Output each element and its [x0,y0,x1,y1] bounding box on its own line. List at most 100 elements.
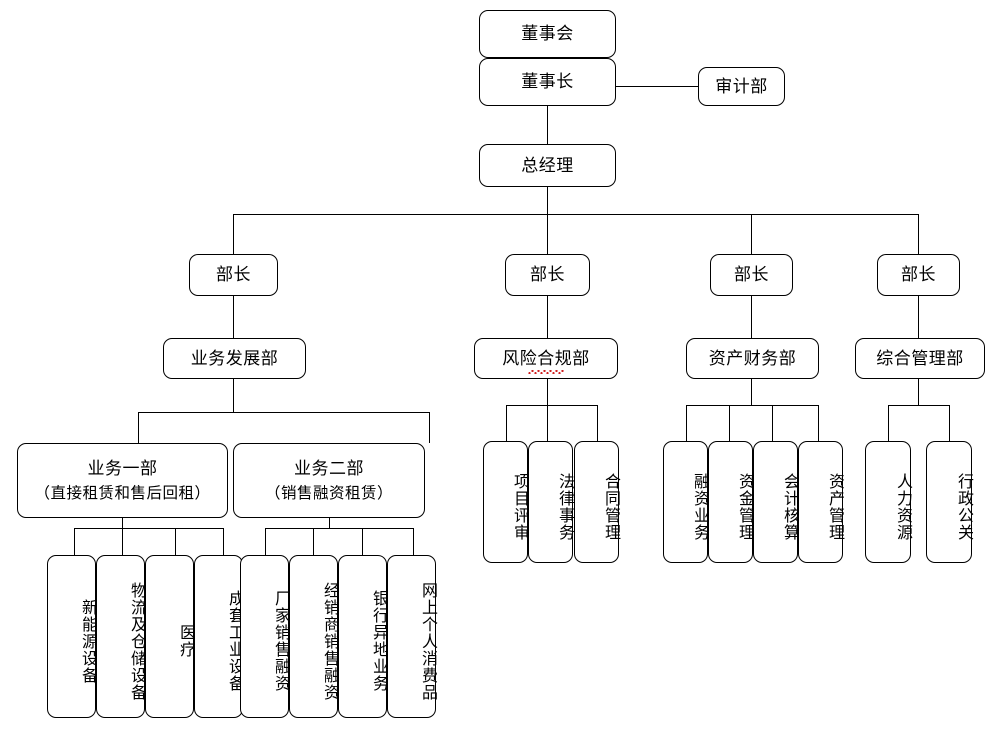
spellcheck-underline [528,370,564,374]
node-dept-business-development[interactable]: 业务发展部 [163,338,306,379]
main-bus-bar [233,214,918,215]
leaf-label: 行政公关 [955,472,972,541]
leaf-label: 项目评审 [511,472,528,541]
node-head-asset-finance[interactable]: 部长 [710,254,793,296]
node-business-unit-1[interactable]: 业务一部 （直接租赁和售后回租） [17,443,228,518]
node-dept-asset-label: 资产财务部 [708,348,797,368]
node-general-manager[interactable]: 总经理 [479,144,616,187]
leaf-admin-human-resources[interactable]: 人力资源 [865,441,911,563]
bizdev-branch-bar [138,412,429,413]
node-general-manager-label: 总经理 [521,155,574,175]
connector-unit2-leaf-4 [413,528,414,555]
node-board[interactable]: 董事会 [479,10,616,58]
node-board-label: 董事会 [521,24,574,44]
business-unit-1-title: 业务一部 [87,459,158,479]
leaf-label: 物流及仓储设备 [128,581,145,701]
node-head-3-label: 部长 [734,265,769,285]
leaf-label: 医疗 [177,624,194,658]
node-audit-label: 审计部 [715,76,768,96]
node-chairman[interactable]: 董事长 [479,58,616,106]
admin-leaf-bar [888,405,949,406]
connector-chairman-to-audit [616,86,698,87]
connector-risk-leaf-3 [597,405,598,441]
leaf-asset-asset-management[interactable]: 资产管理 [798,441,843,563]
leaf-label: 成套工业设备 [226,590,243,692]
node-head-1-label: 部长 [216,265,251,285]
node-dept-bizdev-label: 业务发展部 [190,348,279,368]
node-head-2-label: 部长 [530,265,565,285]
leaf-label: 资金管理 [736,472,753,541]
node-dept-admin-label: 综合管理部 [876,348,964,368]
connector-unit2-leaf-1 [265,528,266,555]
leaf-label: 会计核算 [781,472,798,541]
connector-unit2-leaf-2 [313,528,314,555]
node-head-4-label: 部长 [901,265,936,285]
connector-unit2-leaf-3 [362,528,363,555]
leaf-asset-financing-business[interactable]: 融资业务 [663,441,708,563]
connector-asset-leaf-3 [772,405,773,441]
node-dept-risk-compliance[interactable]: 风险合规部 [474,338,618,379]
leaf-unit1-medical[interactable]: 医疗 [145,555,194,718]
connector-admin-leaf-2 [949,405,950,441]
connector-unit1-leaf-1 [74,528,75,555]
node-business-unit-2[interactable]: 业务二部 （销售融资租赁） [233,443,425,518]
connector-unit1-leaf-3 [175,528,176,555]
node-head-risk[interactable]: 部长 [505,254,590,296]
leaf-unit1-new-energy-equipment[interactable]: 新能源设备 [47,555,96,718]
connector-admin-leaf-1 [888,405,889,441]
leaf-asset-accounting[interactable]: 会计核算 [753,441,798,563]
connector-unit2-down [329,518,330,529]
leaf-label: 新能源设备 [79,598,96,684]
connector-bus-to-head-2 [547,214,548,254]
connector-chairman-to-gm [547,105,548,145]
leaf-label: 厂家销售融资 [272,590,289,692]
leaf-asset-fund-management[interactable]: 资金管理 [708,441,753,563]
asset-leaf-bar [686,405,818,406]
unit1-leaf-bar [74,528,223,529]
connector-asset-down [751,379,752,406]
risk-leaf-bar [506,405,597,406]
business-unit-2-subtitle: （销售融资租赁） [264,484,393,502]
leaf-unit2-dealer-sales-financing[interactable]: 经销商销售融资 [289,555,338,718]
connector-bus-to-head-1 [233,214,234,254]
business-unit-2-title: 业务二部 [294,459,364,479]
leaf-unit1-logistics-warehousing-equipment[interactable]: 物流及仓储设备 [96,555,145,718]
connector-bus-to-head-4 [918,214,919,254]
leaf-label: 人力资源 [894,472,911,541]
leaf-unit1-industrial-equipment-sets[interactable]: 成套工业设备 [194,555,243,718]
unit2-leaf-bar [265,528,413,529]
connector-bizdev-down [233,379,234,413]
connector-head3-to-dept [751,296,752,338]
leaf-label: 资产管理 [826,472,843,541]
connector-asset-leaf-2 [729,405,730,441]
leaf-label: 银行异地业务 [370,590,387,692]
connector-unit1-down [122,518,123,529]
leaf-label: 经销商销售融资 [321,581,338,701]
leaf-risk-contract-management[interactable]: 合同管理 [574,441,619,563]
leaf-label: 网上个人消费品 [419,581,436,701]
connector-head4-to-dept [918,296,919,338]
connector-bus-to-head-3 [751,214,752,254]
leaf-risk-legal-affairs[interactable]: 法律事务 [528,441,573,563]
node-chairman-label: 董事长 [521,72,574,92]
leaf-risk-project-review[interactable]: 项目评审 [483,441,528,563]
node-dept-risk-label: 风险合规部 [502,348,590,368]
node-dept-asset-finance[interactable]: 资产财务部 [686,338,819,379]
node-audit-department[interactable]: 审计部 [698,67,785,106]
node-dept-general-admin[interactable]: 综合管理部 [855,338,985,379]
connector-risk-leaf-2 [547,405,548,441]
leaf-unit2-manufacturer-sales-financing[interactable]: 厂家销售融资 [240,555,289,718]
leaf-admin-administration-pr[interactable]: 行政公关 [926,441,972,563]
connector-unit1-leaf-4 [223,528,224,555]
leaf-unit2-bank-offsite-business[interactable]: 银行异地业务 [338,555,387,718]
leaf-unit2-online-personal-consumer-goods[interactable]: 网上个人消费品 [387,555,436,718]
leaf-label: 合同管理 [602,472,619,541]
connector-asset-leaf-4 [818,405,819,441]
connector-admin-down [918,379,919,406]
connector-asset-leaf-1 [686,405,687,441]
node-head-general-admin[interactable]: 部长 [877,254,960,296]
connector-bizdev-to-unit2 [429,412,430,443]
leaf-label: 法律事务 [556,472,573,541]
node-head-business-dev[interactable]: 部长 [189,254,278,296]
